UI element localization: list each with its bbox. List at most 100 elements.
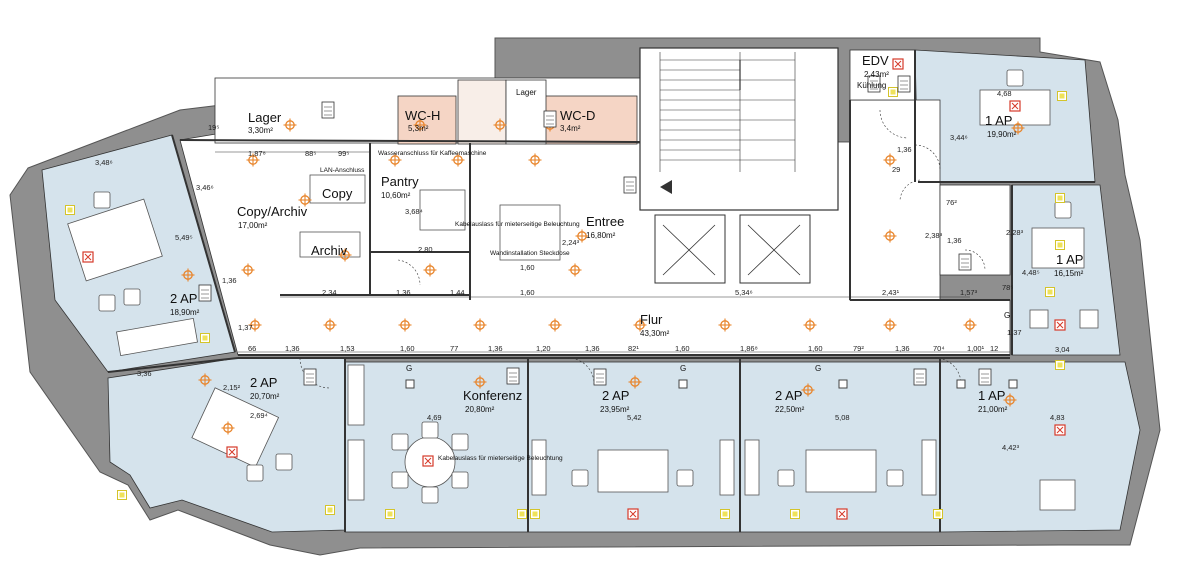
room-labels: Lager 3,30m² WC-H 5,3m² Lager WC-D 3,4m²… — [170, 53, 1084, 414]
label-edv: EDV — [862, 53, 889, 68]
chairs-right-mid — [1029, 309, 1049, 329]
cabinet-bottom-3 — [744, 439, 760, 496]
dim-19: 4,68 — [997, 89, 1012, 98]
note-kabel-pantry: Kabelauslass für mieterseitige Beleuchtu… — [455, 221, 580, 228]
dim-48: 3,36 — [137, 369, 152, 378]
cabinet-bottom-3b — [921, 439, 937, 496]
g-marker-1: G — [406, 364, 412, 373]
cabinet-bottom-2b — [719, 439, 735, 496]
area-wc-d: 3,4m² — [560, 124, 581, 133]
label-1ap-bottom-right: 1 AP — [978, 388, 1005, 403]
dim-52: 5,42 — [627, 413, 642, 422]
dim-51: 4,69 — [427, 413, 442, 422]
cabinet-konferenz-2 — [347, 439, 365, 501]
dim-18: 1,57³ — [960, 288, 978, 297]
area-1ap-top-right: 19,90m² — [987, 130, 1017, 139]
dim-50: 2,69⁴ — [250, 411, 268, 420]
g-marker-2: G — [680, 364, 686, 373]
area-1ap-bottom-right: 21,00m² — [978, 405, 1008, 414]
dim-57: 1,60 — [520, 263, 535, 272]
note-kabel-konferenz: Kabelauslass für mieterseitige Beleuchtu… — [438, 455, 563, 462]
dim-53: 5,08 — [835, 413, 850, 422]
area-flur: 43,30m² — [640, 329, 670, 338]
dim-35: 77 — [450, 344, 458, 353]
room-wc-cabin-1 — [457, 79, 507, 145]
furniture — [67, 89, 1099, 511]
dim-24: 2,38³ — [925, 231, 943, 240]
dim-38: 1,36 — [585, 344, 600, 353]
g-marker-4: G — [1004, 311, 1010, 320]
zone-right-corridor — [849, 99, 941, 301]
label-2ap-left: 2 AP — [170, 291, 197, 306]
room-fills — [41, 49, 1141, 533]
copy-machine — [309, 174, 366, 204]
dim-40: 1,60 — [675, 344, 690, 353]
area-2ap-bottom-3: 22,50m² — [775, 405, 805, 414]
dim-37: 1,20 — [536, 344, 551, 353]
dimension-lines — [215, 151, 1010, 353]
dim-45: 70⁴ — [933, 344, 945, 353]
desk-bottom-3 — [805, 449, 877, 493]
desk-bottom-2 — [597, 449, 669, 493]
annotations: Wasseranschluss für Kaffeemaschine LAN-A… — [320, 150, 580, 462]
note-edv: Kühlung — [857, 81, 886, 90]
area-2ap-left: 18,90m² — [170, 308, 200, 317]
dim-7: 1,36 — [222, 276, 237, 285]
pantry-counter — [419, 189, 466, 231]
area-entree: 16,80m² — [586, 231, 616, 240]
archive-shelf — [299, 231, 361, 258]
dim-2: 88⁵ — [305, 149, 316, 158]
dim-1: 1,87⁸ — [248, 149, 266, 158]
dim-32: 1,36 — [285, 344, 300, 353]
label-2ap-bottom-3: 2 AP — [775, 388, 802, 403]
desk-bottom-left — [191, 387, 280, 468]
label-konferenz: Konferenz — [463, 388, 522, 403]
dim-25: 1,36 — [947, 236, 962, 245]
cabinet-left — [116, 317, 198, 357]
dim-11: 2,24³ — [562, 238, 580, 247]
label-archiv: Archiv — [311, 243, 348, 258]
dim-49: 2,15² — [223, 383, 241, 392]
dim-17: 2,43¹ — [882, 288, 900, 297]
dim-4: 3,48⁶ — [95, 158, 113, 167]
dim-3: 99⁵ — [338, 149, 349, 158]
note-wandinstallation: Wandinstallation Steckdose — [490, 250, 570, 257]
dim-5: 3,46⁶ — [196, 183, 214, 192]
stair-core — [639, 47, 839, 284]
dim-13: 1,36 — [396, 288, 411, 297]
label-pantry: Pantry — [381, 174, 419, 189]
label-2ap-bottom-left: 2 AP — [250, 375, 277, 390]
dim-26: 2,28³ — [1006, 228, 1024, 237]
dim-56: 19⁵ — [208, 123, 219, 132]
dim-42: 1,60 — [808, 344, 823, 353]
cabinet-bottom-2 — [531, 439, 547, 496]
g-marker-3: G — [815, 364, 821, 373]
dim-41: 1,86⁸ — [740, 344, 758, 353]
label-entree: Entree — [586, 214, 624, 229]
area-2ap-bottom-left: 20,70m² — [250, 392, 280, 401]
dim-10: 2,80 — [418, 245, 433, 254]
dim-27: 4,48⁵ — [1022, 268, 1040, 277]
room-wc-h — [397, 95, 457, 145]
area-2ap-bottom-2: 23,95m² — [600, 405, 630, 414]
dim-22: 29 — [892, 165, 900, 174]
label-1ap-right-mid: 1 AP — [1056, 252, 1083, 267]
dim-20: 3,44⁶ — [950, 133, 968, 142]
g-markers: G G G G — [406, 311, 1010, 373]
dim-6: 5,49⁵ — [175, 233, 193, 242]
cabinet-konferenz — [347, 364, 365, 426]
dim-14: 1,44 — [450, 288, 465, 297]
dim-34: 1,60 — [400, 344, 415, 353]
dim-55: 4,42³ — [1002, 443, 1020, 452]
room-wc-cabin-2 — [505, 79, 547, 145]
dim-39: 82¹ — [628, 344, 639, 353]
dim-29: 1,37 — [1007, 328, 1022, 337]
dim-30: 3,04 — [1055, 345, 1070, 354]
label-flur: Flur — [640, 312, 663, 327]
label-copy-archiv: Copy/Archiv — [237, 204, 308, 219]
dim-28: 78⁵ — [1002, 283, 1013, 292]
area-konferenz: 20,80m² — [465, 405, 495, 414]
label-1ap-top-right: 1 AP — [985, 113, 1012, 128]
label-copy: Copy — [322, 186, 353, 201]
